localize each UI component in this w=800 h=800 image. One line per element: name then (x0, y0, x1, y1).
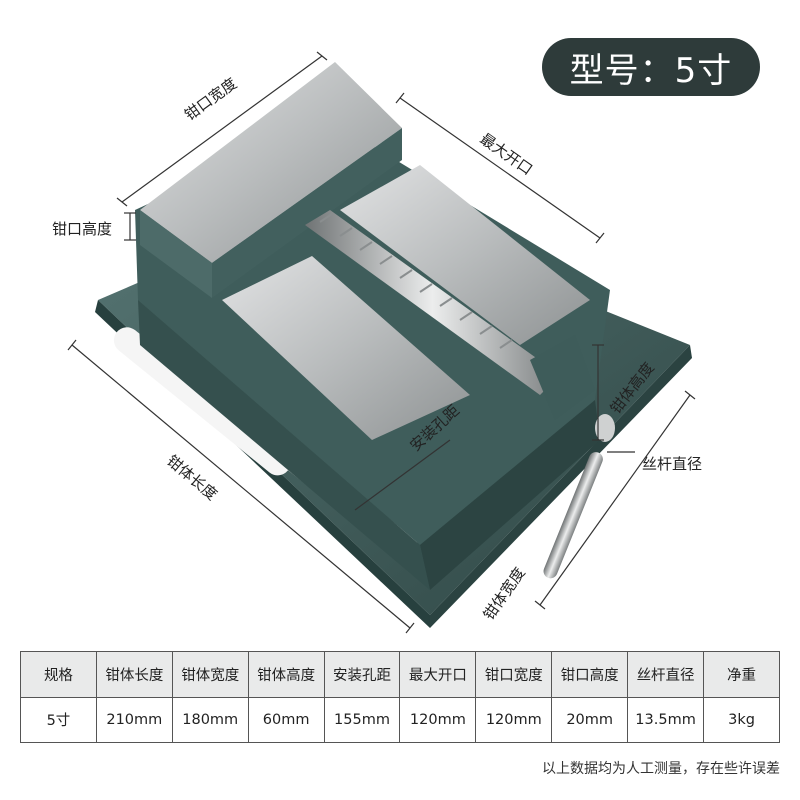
label-screw-diameter: 丝杆直径 (642, 455, 703, 473)
table-cell: 20mm (551, 696, 629, 743)
table-header-cell: 钳体长度 (95, 651, 173, 698)
label-jaw-height: 钳口高度 (52, 220, 113, 238)
lead-screw (305, 210, 560, 395)
table-header-row: 规格 钳体长度 钳体宽度 钳体高度 安装孔距 最大开口 钳口宽度 钳口高度 丝杆… (20, 651, 780, 698)
table-cell: 5寸 (20, 696, 97, 743)
bench-vise-photo (67, 51, 696, 634)
table-header-cell: 钳体宽度 (171, 651, 249, 698)
table-cell: 180mm (171, 696, 249, 743)
table-cell: 60mm (247, 696, 325, 743)
measurement-footnote: 以上数据均为人工测量，存在些许误差 (542, 761, 780, 777)
table-cell: 120mm (475, 696, 553, 743)
jaw-plates (222, 165, 590, 440)
model-badge: 型号：5寸 (542, 38, 760, 96)
table-header-cell: 净重 (703, 651, 780, 698)
table-cell: 155mm (323, 696, 401, 743)
spec-table: 规格 钳体长度 钳体宽度 钳体高度 安装孔距 最大开口 钳口宽度 钳口高度 丝杆… (20, 651, 780, 743)
table-header-cell: 最大开口 (399, 651, 477, 698)
table-header-cell: 规格 (20, 651, 97, 698)
table-header-cell: 安装孔距 (323, 651, 401, 698)
table-cell: 120mm (399, 696, 477, 743)
table-header-cell: 丝杆直径 (627, 651, 705, 698)
table-cell: 210mm (95, 696, 173, 743)
table-cell: 13.5mm (627, 696, 705, 743)
screw-handle (530, 335, 615, 579)
table-header-cell: 钳口宽度 (475, 651, 553, 698)
table-row: 5寸 210mm 180mm 60mm 155mm 120mm 120mm 20… (20, 696, 780, 743)
table-header-cell: 钳体高度 (247, 651, 325, 698)
dimension-lines (67, 51, 696, 634)
table-header-cell: 钳口高度 (551, 651, 629, 698)
table-cell: 3kg (703, 696, 780, 743)
fixed-jaw (140, 62, 402, 298)
